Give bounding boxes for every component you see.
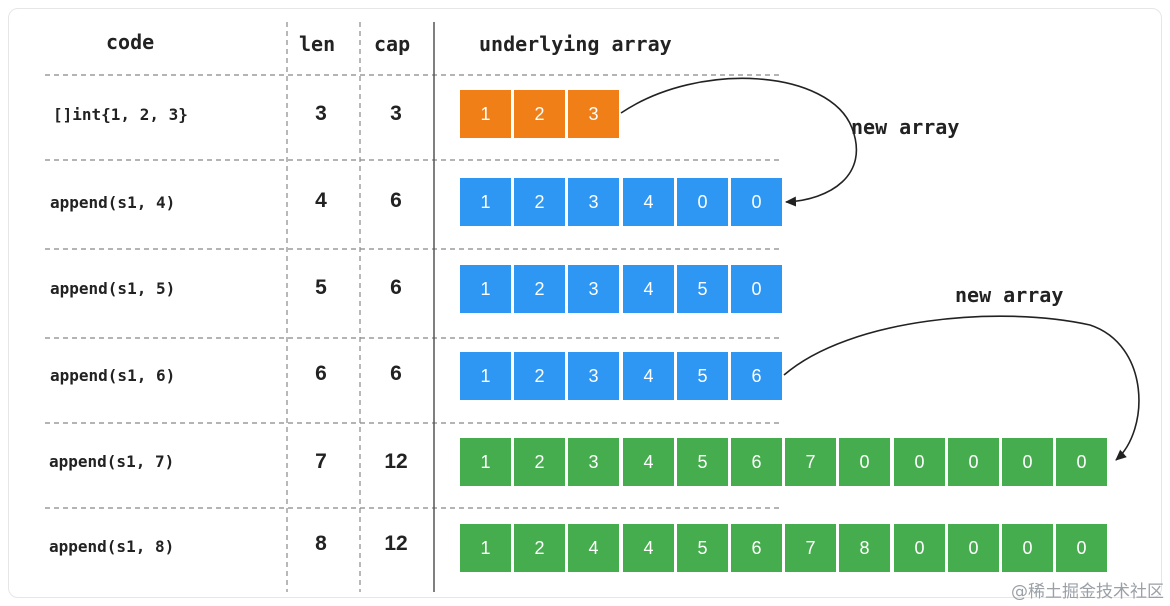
array-cell: 5 — [677, 438, 728, 486]
row-len: 6 — [315, 362, 327, 385]
array-cell: 2 — [514, 438, 565, 486]
array-cell: 0 — [839, 438, 890, 486]
array-cell: 1 — [460, 265, 511, 313]
new-array-label: new array — [955, 283, 1064, 307]
array-cell: 0 — [1002, 438, 1053, 486]
new-array-label: new array — [851, 115, 960, 139]
row-len: 4 — [315, 189, 327, 212]
array-cell: 0 — [1002, 524, 1053, 572]
row-cap: 6 — [390, 189, 402, 212]
array-cell: 3 — [568, 438, 619, 486]
array-cell: 0 — [1056, 524, 1107, 572]
array-cell: 1 — [460, 524, 511, 572]
array-cell: 2 — [514, 524, 565, 572]
array-cell: 3 — [568, 265, 619, 313]
array-cell: 8 — [839, 524, 890, 572]
header-code: code — [106, 30, 155, 54]
array-cell: 4 — [623, 524, 674, 572]
array-cell: 2 — [514, 90, 565, 138]
row-cap: 12 — [384, 532, 408, 555]
array-cell: 0 — [1056, 438, 1107, 486]
arrow-to-new-array-1 — [620, 77, 858, 207]
array-cell: 4 — [623, 265, 674, 313]
array-cell: 3 — [568, 352, 619, 400]
diagram-frame — [8, 8, 1162, 598]
header-underlying-array: underlying array — [479, 32, 672, 56]
array-cell: 4 — [623, 438, 674, 486]
array-cell: 2 — [514, 178, 565, 226]
array-cell: 0 — [948, 524, 999, 572]
row-len: 3 — [315, 102, 327, 125]
array-cell: 4 — [568, 524, 619, 572]
array-cell: 1 — [460, 178, 511, 226]
row-code: []int{1, 2, 3} — [53, 105, 188, 124]
row-code: append(s1, 4) — [50, 193, 176, 212]
row-len: 5 — [315, 276, 327, 299]
row-len: 7 — [315, 450, 327, 473]
row-code: append(s1, 7) — [49, 452, 175, 471]
header-len: len — [299, 32, 336, 56]
array-cell: 5 — [677, 265, 728, 313]
array-cell: 1 — [460, 352, 511, 400]
array-cell: 3 — [568, 178, 619, 226]
array-cell: 2 — [514, 352, 565, 400]
row-len: 8 — [315, 532, 327, 555]
row-code: append(s1, 8) — [49, 537, 175, 556]
array-cell: 6 — [731, 352, 782, 400]
row-cap: 3 — [390, 102, 402, 125]
array-cell: 1 — [460, 90, 511, 138]
array-cell: 2 — [514, 265, 565, 313]
array-cell: 4 — [623, 178, 674, 226]
array-cell: 0 — [731, 178, 782, 226]
arrow-to-new-array-2 — [783, 315, 1140, 461]
array-cell: 0 — [948, 438, 999, 486]
row-cap: 6 — [390, 362, 402, 385]
array-cell: 5 — [677, 524, 728, 572]
array-cell: 0 — [731, 265, 782, 313]
array-cell: 0 — [894, 524, 945, 572]
row-code: append(s1, 6) — [50, 366, 176, 385]
array-cell: 0 — [677, 178, 728, 226]
array-cell: 4 — [623, 352, 674, 400]
array-cell: 3 — [568, 90, 619, 138]
array-cell: 6 — [731, 438, 782, 486]
watermark: @稀土掘金技术社区 — [1011, 582, 1164, 602]
row-cap: 12 — [384, 450, 408, 473]
row-code: append(s1, 5) — [50, 279, 176, 298]
array-cell: 1 — [460, 438, 511, 486]
array-cell: 7 — [785, 524, 836, 572]
array-cell: 5 — [677, 352, 728, 400]
row-cap: 6 — [390, 276, 402, 299]
array-cell: 0 — [894, 438, 945, 486]
array-cell: 7 — [785, 438, 836, 486]
header-cap: cap — [374, 32, 411, 56]
array-cell: 6 — [731, 524, 782, 572]
